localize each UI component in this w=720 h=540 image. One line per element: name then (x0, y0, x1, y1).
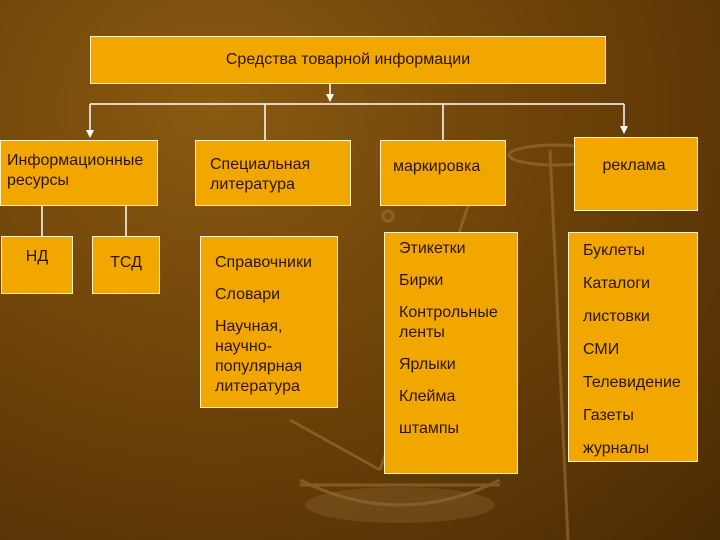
root-box: Средства товарной информации (90, 36, 606, 84)
list-item: Контрольные ленты (399, 304, 498, 341)
category-label: маркировка (393, 158, 481, 175)
list-item: Справочники (215, 254, 312, 271)
category-advertising: реклама (574, 137, 698, 211)
advertising-list: Буклеты Каталоги листовки СМИ Телевидени… (568, 232, 698, 462)
list-item: Этикетки (399, 240, 466, 257)
resource-label: НД (25, 248, 49, 265)
resource-label: ТСД (110, 254, 142, 271)
list-item: Клейма (399, 388, 456, 405)
root-label: Средства товарной информации (225, 51, 471, 68)
list-item: Ярлыки (399, 356, 456, 373)
marking-list: Этикетки Бирки Контрольные ленты Ярлыки … (384, 232, 518, 474)
category-label: Специальная литература (210, 156, 311, 193)
category-special-literature: Специальная литература (195, 140, 351, 206)
list-item: листовки (583, 308, 650, 325)
list-item: штампы (399, 420, 460, 437)
list-item: СМИ (583, 341, 620, 358)
list-item: Буклеты (583, 242, 645, 259)
list-item: Телевидение (583, 374, 681, 391)
resource-nd: НД (1, 236, 73, 294)
list-item: журналы (583, 440, 650, 457)
list-item: Словари (215, 286, 281, 303)
category-information-resources: Информационные ресурсы (0, 140, 158, 206)
list-item: Газеты (583, 407, 634, 424)
list-item: Каталоги (583, 275, 651, 292)
literature-list: Справочники Словари Научная, научно-попу… (200, 236, 338, 408)
resource-tsd: ТСД (92, 236, 160, 294)
list-item: Научная, научно-популярная литература (215, 318, 303, 395)
category-label: реклама (602, 157, 666, 174)
category-marking: маркировка (380, 140, 506, 206)
list-item: Бирки (399, 272, 444, 289)
category-label: Информационные ресурсы (7, 152, 144, 189)
